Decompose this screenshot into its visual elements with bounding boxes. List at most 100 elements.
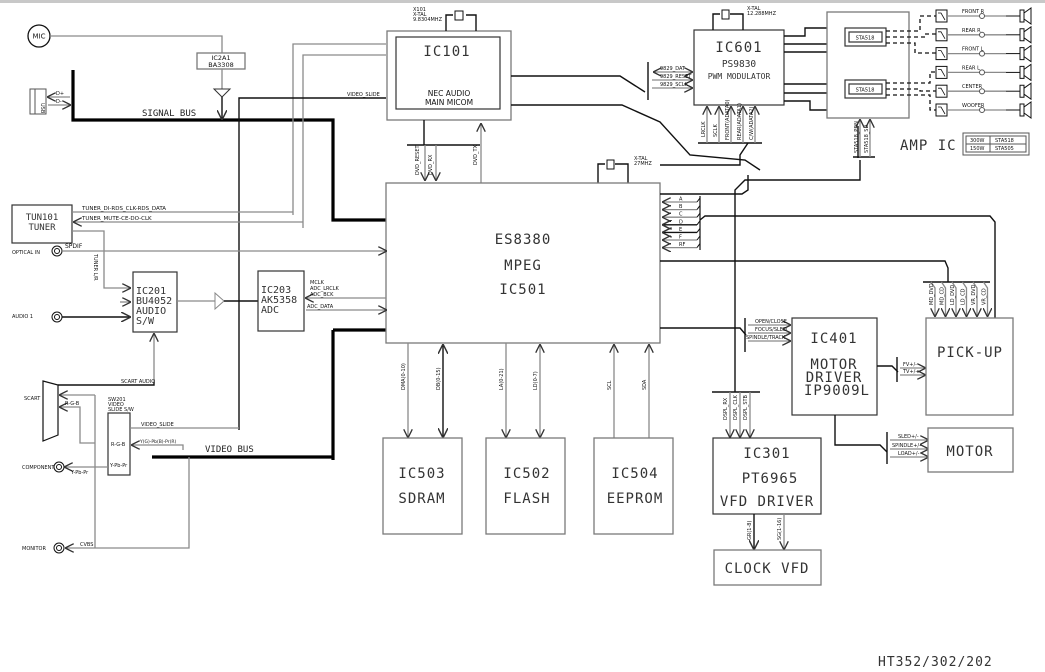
rf-signal: C <box>663 212 701 218</box>
ic201-func2: S/W <box>136 316 155 327</box>
ic401-l2: DRIVER <box>806 370 863 386</box>
ic502-func: FLASH <box>503 491 550 507</box>
amp-ic-label: AMP IC <box>900 138 957 154</box>
spdif-label: SPDIF <box>65 243 83 250</box>
scl-label: SCL <box>607 380 613 390</box>
speaker-row: WOOFER <box>935 101 1032 119</box>
ic504-func: EEPROM <box>607 491 664 507</box>
sw201-block: SW201 VIDEO SLIDE S/W R-G-B Y-Pb-Pr <box>107 397 134 476</box>
cw-adata2-label: C/W(ADATA2) <box>749 106 755 140</box>
dspl-clk-label: DSPL_CLK <box>733 394 739 420</box>
speaker-row: CENTER <box>935 82 1032 101</box>
ic2a1-ref: IC2A1 <box>211 54 230 62</box>
mclk-label: MCLK <box>310 280 325 286</box>
spindle-track-label: SPINDLE/TRACK <box>746 335 786 341</box>
s9829-reset-label: 9829_RESET <box>660 74 692 80</box>
ic101-line1: NEC AUDIO <box>428 89 471 98</box>
rf-signal: E <box>663 227 701 233</box>
ic101-ref: IC101 <box>423 44 470 60</box>
pickup-label: PICK-UP <box>937 345 1003 361</box>
sclk-label: SCLK <box>713 124 719 137</box>
sta-sd-label: STA518_SD <box>864 125 870 153</box>
rf-signal: D <box>663 219 701 225</box>
dvd-reset-label: DVD_RESET <box>415 145 421 175</box>
ic101-line2: MAIN MICOM <box>425 98 473 107</box>
ic2a1-block: IC2A1 BA3308 <box>196 52 246 70</box>
speaker-icon <box>1019 7 1032 25</box>
amp-table-r1c2: STA518 <box>995 138 1014 144</box>
load-label: LOAD+/- <box>898 451 920 457</box>
spindle-label: SPINDLE+/- <box>892 443 921 449</box>
ic203-func: ADC <box>261 305 279 316</box>
rf-label: F <box>679 235 682 241</box>
ic401-block: IC401 MOTOR DRIVER IP9009L <box>791 317 878 416</box>
sta518-lower: STA518 <box>856 88 875 94</box>
speaker-label: FRONT L <box>962 47 984 53</box>
ic601-inputs: LRCLK SCLK FRONT(ADATA0) REAR(ADATA1) C/… <box>701 99 755 143</box>
ic401-ref: IC401 <box>810 331 857 347</box>
pickup-block: PICK-UP <box>925 317 1014 416</box>
ic504-block: IC504 EEPROM <box>593 437 674 535</box>
pickup-signal-label: LD_DVD <box>950 285 956 305</box>
sw201-l3: SLIDE S/W <box>108 407 134 413</box>
ic601-part: PS9830 <box>722 59 757 70</box>
filter-icon <box>935 9 948 23</box>
ic201-block: IC201 BU4052 AUDIO S/W <box>132 271 178 333</box>
rf-label: A <box>679 197 683 203</box>
adc-lrclk-label: ADC_LRCLK <box>310 286 340 292</box>
tv-label: TV+/- <box>902 369 917 375</box>
speaker-icon <box>1019 25 1032 44</box>
ic501-block: ES8380 MPEG IC501 <box>385 182 661 344</box>
ic501-func: MPEG <box>504 258 542 274</box>
ypbpr-out-label: Y-Pb-Pr <box>70 470 89 476</box>
ic2a1-part: BA3308 <box>208 61 233 69</box>
speaker-label: REAR R <box>962 28 981 34</box>
filter-icon <box>935 28 948 42</box>
gr-label: GR(1-8) <box>747 521 753 540</box>
scart-audio-label: SCART AUDIO <box>121 379 155 385</box>
motor-block: MOTOR <box>927 427 1014 473</box>
rf-label: RF <box>679 242 685 248</box>
ic601-func: PWM MODULATOR <box>708 72 771 81</box>
amp-table-r1c1: 300W <box>970 138 985 144</box>
rf-signal: RF <box>663 242 701 248</box>
sta518-upper: STA518 <box>856 36 875 42</box>
ic504-ref: IC504 <box>611 466 658 482</box>
audio-in-label: AUDIO 1 <box>12 314 33 320</box>
tuner-ctrl-label: TUNER_MUTE-CE-DO-CLK <box>81 216 152 222</box>
ic301-block: IC301 PT6965 VFD DRIVER <box>712 437 822 515</box>
speaker-label: WOOFER <box>962 103 985 109</box>
ic601-ref: IC601 <box>715 40 762 56</box>
signal-bus-label: SIGNAL BUS <box>142 109 196 119</box>
ic501-ref: IC501 <box>499 282 546 298</box>
rf-label: C <box>679 212 683 218</box>
ic502-ref: IC502 <box>503 466 550 482</box>
audio-in-connector: AUDIO 1 <box>12 311 63 323</box>
rgb-scart-label: R-G-B <box>65 401 80 407</box>
model-label: HT352/302/202 <box>878 655 993 670</box>
filter-icon <box>935 84 948 98</box>
rf-label: B <box>679 204 683 210</box>
rf-label: E <box>679 227 682 233</box>
sw201-pin2: Y-Pb-Pr <box>109 463 128 469</box>
ic201-part: BU4052 <box>136 296 172 307</box>
terminal-icon <box>979 50 985 57</box>
sda-label: SDA <box>642 379 648 390</box>
speaker-label: FRONT R <box>962 9 985 15</box>
pickup-signal: VR_CD <box>982 281 988 316</box>
focus-sled-label: FOCUS/SLED <box>755 327 787 333</box>
ic502-block: IC502 FLASH <box>485 437 566 535</box>
ic601-xtal-freq: 12.288MHZ <box>747 11 777 17</box>
ic301-ref: IC301 <box>743 446 790 462</box>
dvd-rx-label: DVD_RX <box>428 154 434 175</box>
monitor-label: MONITOR <box>22 546 46 552</box>
scart-connector: SCART <box>24 380 59 442</box>
optical-in-connector: OPTICAL IN <box>12 245 63 257</box>
pickup-signal: MD_CD <box>940 281 946 316</box>
s9829-dat-label: 9829_DAT <box>660 66 686 72</box>
pickup-signal: MD_DVD <box>929 281 935 316</box>
memory-buses: DMA(0-10) DB(0-15) LA(0-21) LD(0-7) SCL … <box>401 343 649 438</box>
open-close-label: OPEN/CLOSE <box>755 319 787 325</box>
sw201-pin1: R-G-B <box>111 442 126 448</box>
clock-vfd-label: CLOCK VFD <box>725 561 810 577</box>
